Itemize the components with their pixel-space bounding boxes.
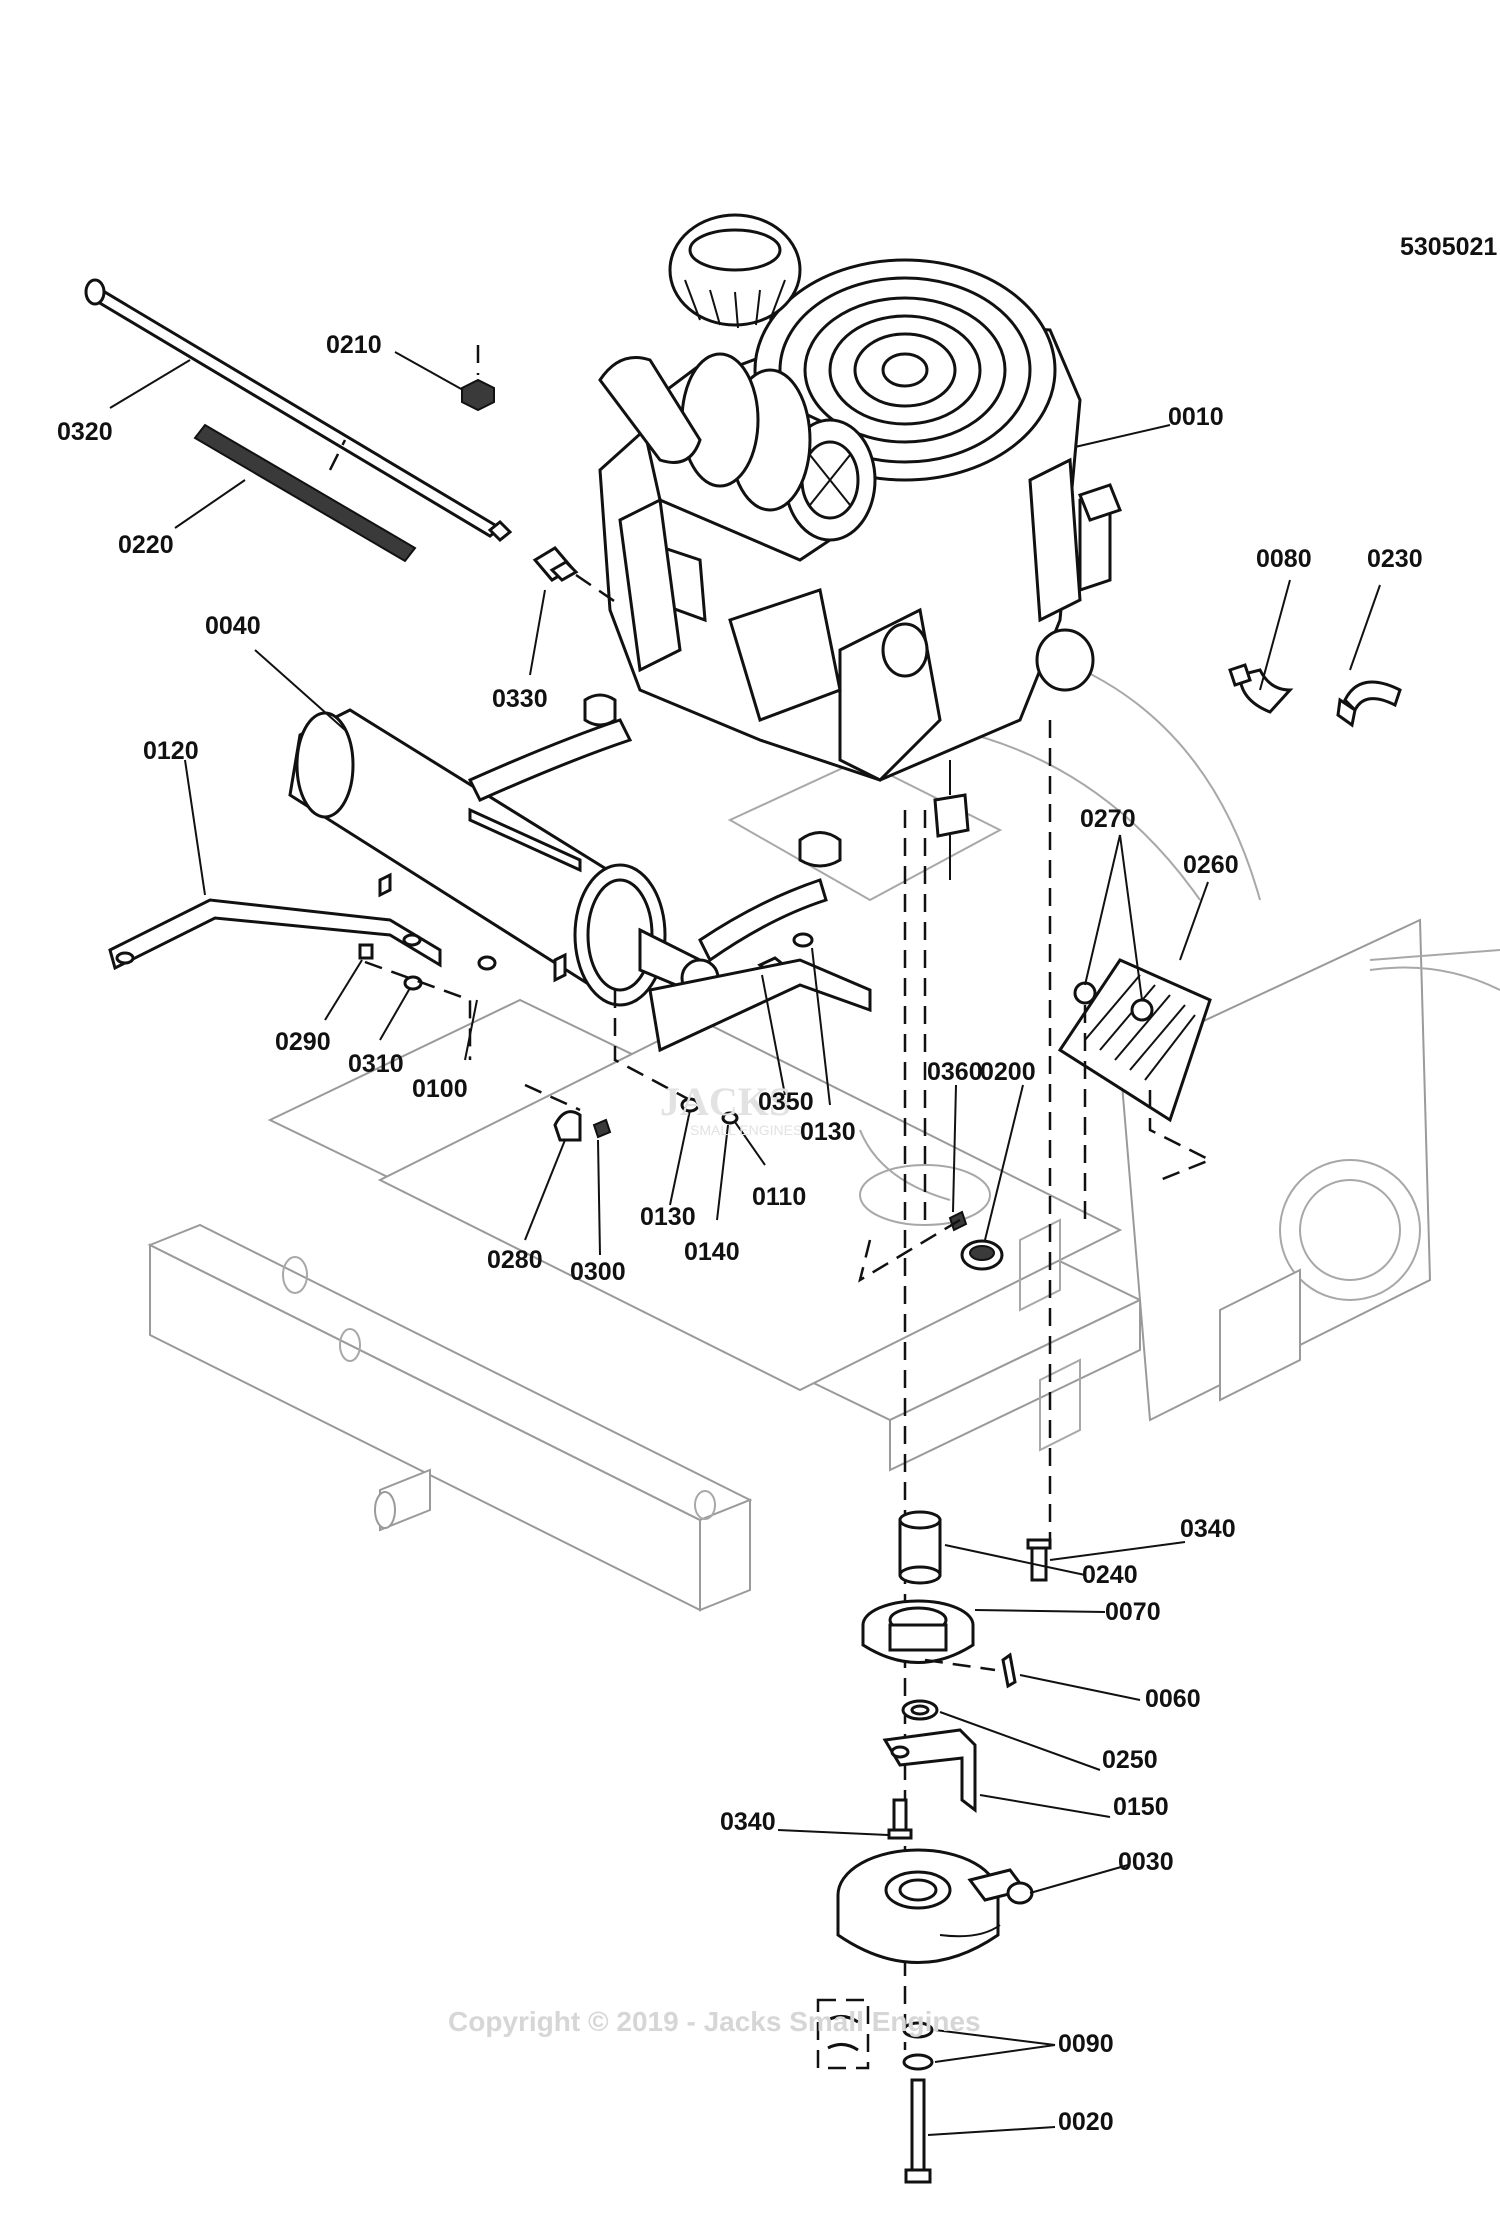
label-0210: 0210 — [326, 331, 382, 359]
rod-0320 — [84, 278, 513, 543]
label-0360: 0360 — [927, 1058, 983, 1086]
label-0090: 0090 — [1058, 2030, 1114, 2058]
label-0250: 0250 — [1102, 1746, 1158, 1774]
spring-0220 — [193, 423, 417, 563]
label-0280: 0280 — [487, 1246, 543, 1274]
label-0240: 0240 — [1082, 1561, 1138, 1589]
bolt-0020 — [904, 2078, 932, 2184]
label-0120: 0120 — [143, 737, 199, 765]
label-0140: 0140 — [684, 1238, 740, 1266]
watermark: JACKS SMALL ENGINES Copyright © 2019 - J… — [448, 1079, 981, 2037]
watermark-logo-subtext: SMALL ENGINES — [690, 1122, 802, 1138]
clutch-0030 — [836, 1848, 1034, 1964]
label-0060: 0060 — [1145, 1685, 1201, 1713]
label-0030: 0030 — [1118, 1848, 1174, 1876]
label-0020: 0020 — [1058, 2108, 1114, 2136]
label-0080: 0080 — [1256, 545, 1312, 573]
label-0260: 0260 — [1183, 851, 1239, 879]
key-0060 — [924, 1652, 1017, 1689]
label-0200: 0200 — [980, 1058, 1036, 1086]
bolt-0340-lower — [887, 1798, 913, 1840]
label-0300: 0300 — [570, 1258, 626, 1286]
pulley-0070 — [861, 1599, 975, 1664]
label-0100: 0100 — [412, 1075, 468, 1103]
bracket-0120 — [108, 898, 442, 971]
label-0010: 0010 — [1168, 403, 1224, 431]
washer-0250 — [901, 1699, 939, 1721]
clip-0230 — [1336, 680, 1402, 728]
label-0230: 0230 — [1367, 545, 1423, 573]
label-0330: 0330 — [492, 685, 548, 713]
label-0290: 0290 — [275, 1028, 331, 1056]
bracket-0150 — [882, 1728, 977, 1814]
label-0110: 0110 — [752, 1183, 806, 1211]
label-0070: 0070 — [1105, 1598, 1161, 1626]
spacer-0240 — [898, 1510, 942, 1585]
label-0220: 0220 — [118, 531, 174, 559]
label-0350: 0350 — [758, 1088, 814, 1116]
muffler-0040 — [288, 693, 842, 1007]
plate-0260 — [1057, 958, 1214, 1225]
label-0130-right: 0130 — [800, 1118, 856, 1146]
label-0150: 0150 — [1113, 1793, 1169, 1821]
clip-0080 — [1228, 663, 1294, 714]
label-0270: 0270 — [1080, 805, 1136, 833]
grommet-0200 — [858, 1210, 1004, 1283]
label-0130-left: 0130 — [640, 1203, 696, 1231]
bolt-0340-upper — [1026, 1538, 1052, 1582]
label-0310: 0310 — [348, 1050, 404, 1078]
engine-0010 — [598, 213, 1122, 880]
reference-number: 5305021 — [1400, 233, 1497, 261]
label-0340-upper: 0340 — [1180, 1515, 1236, 1543]
part-labels: 0010 0210 0320 0220 0330 0040 0120 0080 … — [57, 331, 1423, 2136]
watermark-logo: JACKS — [660, 1079, 791, 1124]
nut-0210 — [461, 345, 495, 412]
leader-lines — [109, 351, 1381, 2136]
assembly-centerlines — [903, 720, 1052, 2050]
copyright-watermark: Copyright © 2019 - Jacks Small Engines — [448, 2006, 981, 2037]
label-0340-lower: 0340 — [720, 1808, 776, 1836]
label-0320: 0320 — [57, 418, 113, 446]
shims-0090 — [816, 1998, 934, 2071]
fitting-0330 — [328, 439, 621, 607]
label-0040: 0040 — [205, 612, 261, 640]
